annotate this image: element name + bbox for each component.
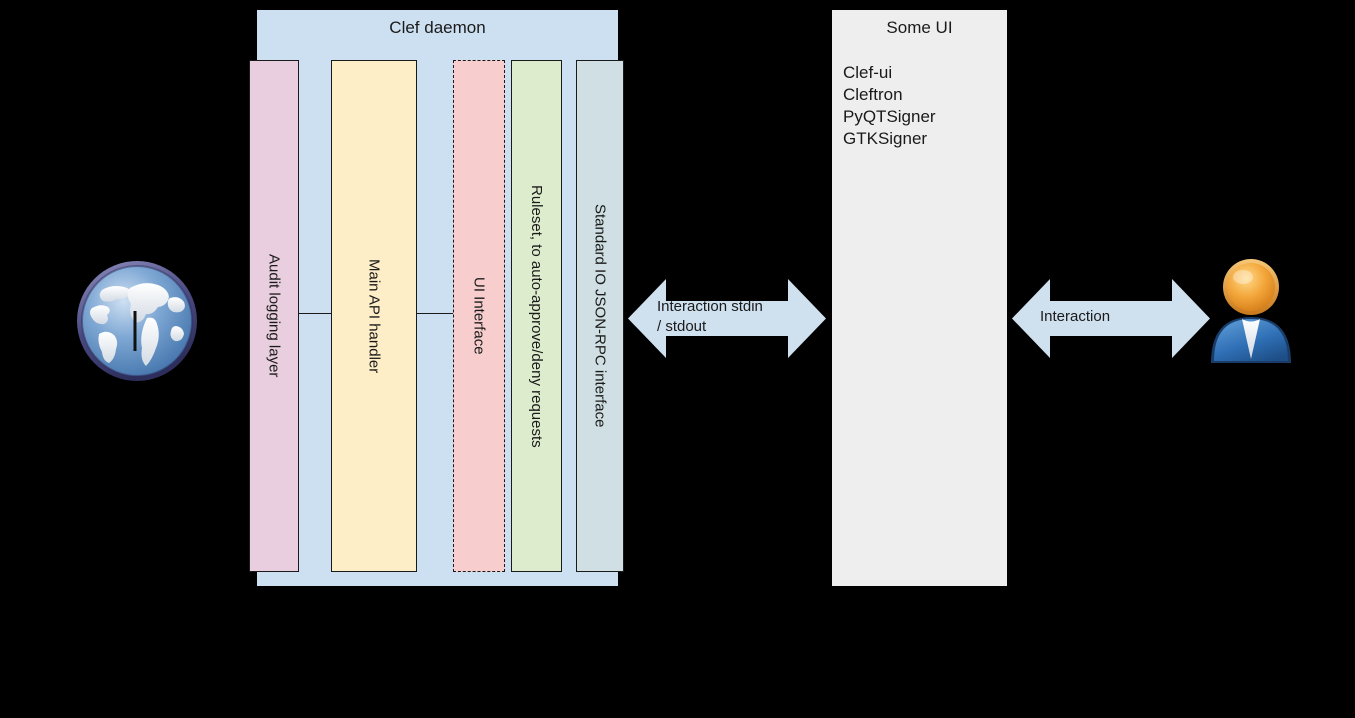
column-main-api-handler[interactable]: Main API handler: [331, 60, 417, 572]
column-label: Main API handler: [365, 258, 383, 374]
list-item[interactable]: Clef-ui: [843, 63, 893, 82]
globe-icon: [72, 256, 202, 386]
column-ruleset[interactable]: Ruleset, to auto-approve/deny requests: [511, 60, 562, 572]
stdio-arrow-label-line1: Interaction stdin: [657, 298, 763, 315]
column-label: Audit logging layer: [265, 254, 283, 378]
column-label: Ruleset, to auto-approve/deny requests: [528, 184, 545, 448]
list-item[interactable]: Cleftron: [843, 85, 903, 104]
stdio-arrow-label-line2: / stdout: [657, 318, 707, 335]
connector-audit-api: [299, 313, 331, 314]
list-item[interactable]: GTKSigner: [843, 129, 928, 148]
some-ui-title: Some UI: [886, 18, 953, 37]
column-standard-io-jsonrpc[interactable]: Standard IO JSON-RPC interface: [576, 60, 624, 572]
some-ui-panel: [832, 10, 1007, 586]
list-item[interactable]: PyQTSigner: [843, 107, 936, 126]
user-icon: [1203, 255, 1299, 365]
column-audit-logging-layer[interactable]: Audit logging layer: [249, 60, 299, 572]
user-arrow: [1012, 277, 1210, 360]
column-label: Standard IO JSON-RPC interface: [591, 204, 609, 428]
connector-api-ui: [417, 313, 453, 314]
clef-daemon-title: Clef daemon: [389, 18, 486, 37]
some-ui-list: Clef-ui Cleftron PyQTSigner GTKSigner: [843, 62, 1003, 150]
stdio-arrow-label: Interaction stdin / stdout: [657, 297, 763, 337]
column-label: UI Interface: [470, 277, 488, 355]
user-arrow-label: Interaction: [1040, 308, 1111, 325]
clef-daemon-container: [257, 10, 618, 586]
column-ui-interface[interactable]: UI Interface: [453, 60, 505, 572]
stdio-arrow: [628, 277, 826, 360]
